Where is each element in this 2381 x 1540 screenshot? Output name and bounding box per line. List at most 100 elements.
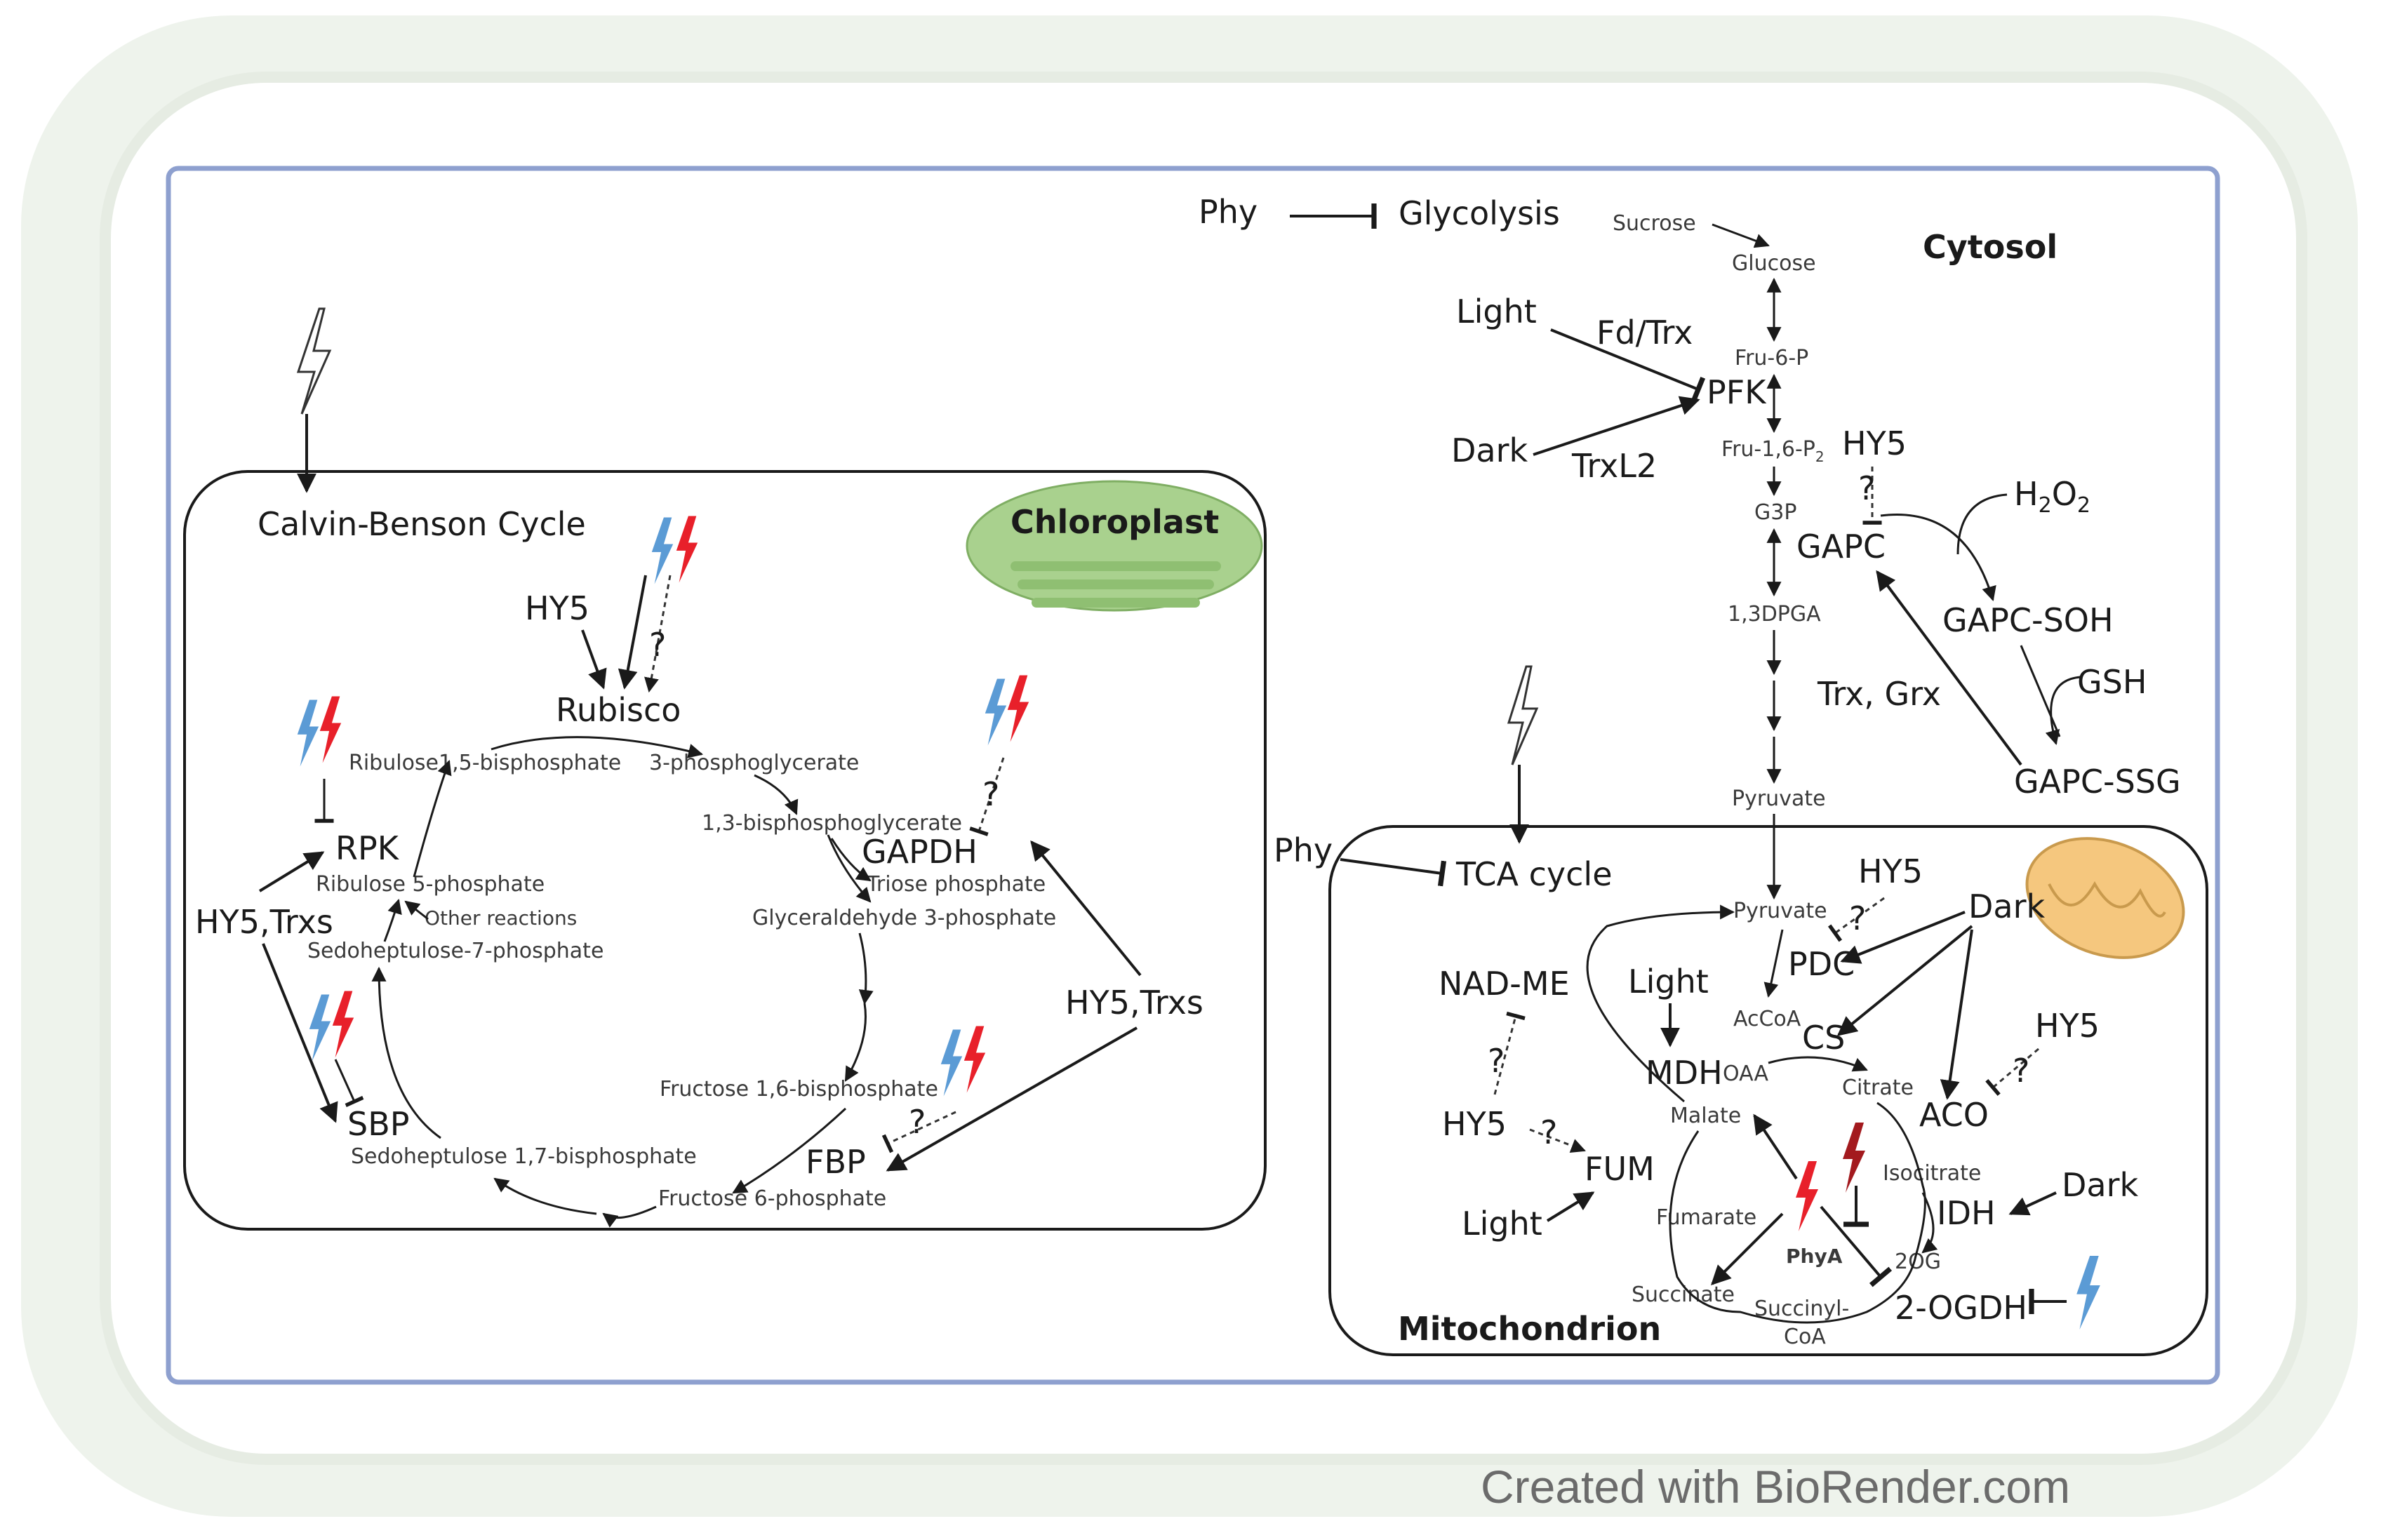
arrow-rubp-pga	[491, 736, 704, 758]
arrow-hy5trxs-fbp	[886, 1026, 1138, 1172]
arrow-phya-succinate	[1711, 1212, 1784, 1285]
arrow-sbp-s7p	[371, 966, 441, 1139]
phya-label: PhyA	[1786, 1245, 1843, 1268]
ogdh-label: 2-OGDH	[1895, 1289, 2027, 1327]
hy5-label-gapc: HY5	[1842, 424, 1907, 462]
arrow-oaa-citrate	[1768, 1056, 1868, 1072]
gapc-soh-label: GAPC-SOH	[1942, 601, 2114, 639]
cell-frame	[166, 166, 2220, 1385]
unknown-mark: ?	[1540, 1113, 1557, 1151]
arrow-f6p-sbp2	[493, 1177, 597, 1215]
arrow-ssg-gapc	[1876, 570, 2022, 766]
arrow-dark-pfk	[1533, 396, 1700, 456]
enzyme-hy5-trxs-left: HY5,Trxs	[195, 903, 333, 941]
cytosol-label: Cytosol	[1923, 228, 2057, 266]
unknown-mark: ?	[1488, 1042, 1505, 1080]
inhibit-light-sbp	[334, 1059, 364, 1108]
unknown-mark: ?	[982, 775, 999, 813]
arrow-h2o2	[1956, 493, 2008, 555]
lightning-icon	[296, 307, 332, 493]
light-label-pfk: Light	[1456, 293, 1537, 330]
gsh-label: GSH	[2077, 663, 2147, 701]
arrow-other-r5p	[404, 900, 429, 920]
g3p-label: G3P	[1754, 500, 1796, 525]
chloroplast-icon	[966, 480, 1263, 612]
cs-label: CS	[1802, 1019, 1845, 1057]
fd-trx-label: Fd/Trx	[1596, 314, 1693, 351]
arrow-hy5-rubisco	[581, 629, 607, 690]
sucrose-label: Sucrose	[1613, 211, 1696, 236]
fru16p-label: Fru-1,6-P2	[1721, 437, 1825, 465]
metabolite-bpg: 1,3-bisphosphoglycerate	[702, 811, 962, 836]
mitochondrion-label: Mitochondrion	[1398, 1310, 1661, 1348]
enzyme-rpk: RPK	[335, 829, 400, 867]
mitochondrion-icon	[2025, 837, 2185, 959]
pyruvate-label-mito: Pyruvate	[1733, 899, 1827, 923]
calvin-cycle-title: Calvin-Benson Cycle	[258, 505, 586, 543]
glycolysis-label: Glycolysis	[1399, 194, 1560, 232]
arrow-gapc-soh	[1880, 514, 1996, 602]
arrow-bpg-g3p	[827, 834, 872, 903]
arrow-g3p-down	[858, 932, 874, 1005]
inhibit-unknown-fbp	[881, 1111, 956, 1153]
isocitrate-label: Isocitrate	[1883, 1161, 1981, 1186]
mdh-label: MDH	[1646, 1054, 1723, 1092]
enzyme-sbp: SBP	[347, 1105, 410, 1143]
unknown-mark: ?	[1858, 469, 1875, 507]
succinyl-label: Succinyl-	[1754, 1297, 1849, 1321]
arrow-isocitrate-og	[1921, 1192, 1938, 1254]
lightning-icon	[1507, 665, 1539, 844]
metabolite-f6p: Fructose 6-phosphate	[658, 1186, 886, 1211]
arrow-light-fum	[1546, 1191, 1595, 1222]
phy-label-tca: Phy	[1274, 831, 1333, 869]
coa-label: CoA	[1784, 1325, 1826, 1349]
h2o2-label: H2O2	[2014, 475, 2090, 518]
phy-label: Phy	[1199, 193, 1258, 231]
malate-label: Malate	[1670, 1104, 1741, 1128]
inhibit-unknown-nadme	[1493, 1011, 1526, 1095]
fum-label: FUM	[1585, 1150, 1655, 1188]
arrow-unknown-rubisco	[644, 575, 672, 693]
trxl2-label: TrxL2	[1571, 447, 1657, 485]
unknown-mark: ?	[909, 1103, 926, 1141]
arrow-s7p-r5p	[383, 898, 402, 942]
tca-label: TCA cycle	[1455, 855, 1613, 893]
arrow-pyruvate-accoa	[1763, 929, 1784, 998]
metabolite-r5p: Ribulose 5-phosphate	[316, 872, 545, 897]
arrow-phya-malate	[1753, 1113, 1798, 1180]
chloroplast-label: Chloroplast	[1011, 503, 1219, 541]
aco-label: ACO	[1919, 1096, 1989, 1134]
pyruvate-label-cytosol: Pyruvate	[1732, 786, 1826, 811]
arrow-dark-pdc	[1840, 911, 1966, 964]
unknown-mark: ?	[649, 626, 666, 664]
gapc-ssg-label: GAPC-SSG	[2014, 763, 2181, 801]
trx-grx-label: Trx, Grx	[1817, 675, 1941, 713]
fumarate-label: Fumarate	[1656, 1205, 1756, 1230]
nad-me-label: NAD-ME	[1439, 965, 1570, 1003]
fru6p-label: Fru-6-P	[1735, 346, 1808, 370]
arrow-soh-ssg	[2020, 645, 2061, 737]
arrow-light-rubisco	[618, 575, 647, 690]
hy5-label-aco: HY5	[2035, 1007, 2100, 1045]
chloroplast-box	[183, 470, 1267, 1231]
arrow-f6p-sbp	[602, 1205, 657, 1228]
arrow-hy5trxs-gapdh	[1030, 840, 1142, 977]
arrow-unknown-gapdh	[969, 757, 1005, 836]
citrate-label: Citrate	[1842, 1076, 1914, 1100]
arrow-dark-cs	[1836, 925, 1973, 1036]
metabolite-other: Other reactions	[425, 906, 577, 930]
inhibit-phy-tca	[1340, 858, 1447, 887]
arrow-r5p-rubp	[413, 760, 452, 878]
idh-label: IDH	[1937, 1194, 1996, 1232]
arrow-hy5trxs-sbp	[262, 943, 338, 1123]
arrow-dark-idh	[2008, 1191, 2057, 1216]
light-label-fum: Light	[1462, 1205, 1542, 1243]
accoa-label: AcCoA	[1733, 1007, 1801, 1031]
glucose-label: Glucose	[1732, 251, 1816, 276]
og-label: 2OG	[1895, 1250, 1941, 1274]
enzyme-rubisco: Rubisco	[556, 691, 681, 729]
light-label-mdh: Light	[1628, 963, 1709, 1000]
tca-ring	[1669, 1102, 1926, 1324]
metabolite-fbp: Fructose 1,6-bisphosphate	[660, 1077, 938, 1102]
